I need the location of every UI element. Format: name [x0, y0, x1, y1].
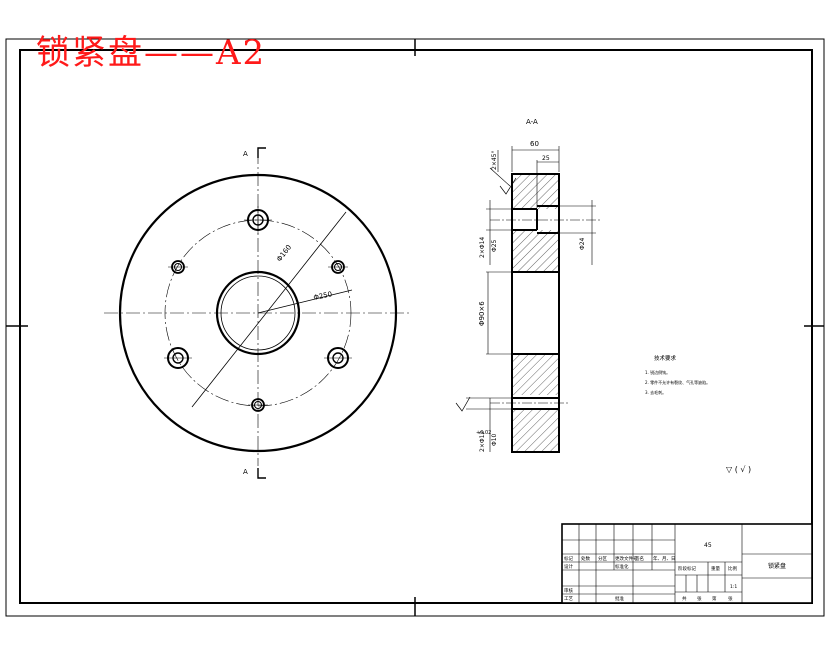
- dim-bore: Φ90×6: [478, 301, 486, 326]
- section-centerlines: [490, 219, 600, 404]
- material-value: 45: [704, 542, 712, 549]
- upper-hole-void: [512, 209, 559, 230]
- dim-pcd-leader: [257, 289, 353, 314]
- top-dims: [489, 146, 560, 208]
- label-design: 设计: [564, 563, 573, 570]
- section-mark-top: A: [243, 150, 248, 158]
- label-zone: 分区: [598, 555, 607, 562]
- section-view: A-A 60 25 2×45°: [455, 118, 600, 453]
- centerlines: [104, 150, 412, 466]
- dim-holes-top: 2×Φ14: [479, 237, 486, 258]
- front-view: Φ160 Φ250 A A: [104, 147, 412, 479]
- label-sheet-total: 共: [682, 595, 687, 602]
- tech-req-heading: 技术要求: [654, 354, 677, 362]
- label-review: 审核: [564, 587, 573, 594]
- label-count: 处数: [581, 555, 590, 562]
- overlay-title: 锁紧盘——A2: [36, 33, 267, 73]
- label-scale: 比例: [728, 565, 737, 572]
- section-cut-marks: [257, 147, 266, 479]
- label-sheet-total-unit: 张: [697, 595, 702, 602]
- tech-req-item-2: 2. 零件不允许有裂纹、气孔等缺陷。: [645, 379, 710, 385]
- title-block-grid: [562, 524, 812, 603]
- centering-marks: [6, 39, 824, 616]
- scale-value: 1:1: [730, 584, 737, 590]
- section-mark-bottom: A: [243, 468, 248, 476]
- tech-req-item-3: 3. 去毛刺。: [645, 389, 666, 395]
- dim-depth-top: Φ25: [491, 239, 498, 252]
- title-block-labels: 标记 处数 分区 更改文件号 签名 年、月、日 设计 标准化 审核 工艺 批准 …: [564, 555, 737, 602]
- inner-frame: [19, 49, 813, 604]
- label-weight: 重量: [711, 565, 720, 572]
- outer-circle: [118, 173, 398, 453]
- label-sheet-no: 第: [712, 595, 717, 602]
- dim-bottom: Φ10: [491, 433, 498, 446]
- dim-width: 60: [530, 140, 539, 148]
- general-roughness: ▽ ( √ ): [726, 465, 751, 474]
- dim-outer-leader: [191, 211, 347, 408]
- technical-requirements: 技术要求 1. 锐边倒钝。 2. 零件不允许有裂纹、气孔等缺陷。 3. 去毛刺。…: [645, 354, 751, 474]
- dim-holes-bottom: 2×Φ12: [479, 431, 486, 452]
- dim-outer-label: Φ250: [313, 290, 333, 302]
- roughness-symbol-section: [455, 177, 517, 412]
- dim-chamfer: 2×45°: [491, 151, 498, 170]
- dim-right: Φ24: [579, 237, 586, 250]
- dim-pcd-label: Φ160: [275, 243, 293, 263]
- label-change-doc: 更改文件号: [615, 555, 638, 562]
- dim-tolerance: +0.02: [476, 430, 491, 436]
- label-sign: 签名: [635, 555, 644, 562]
- label-approve: 批准: [615, 595, 624, 602]
- left-dims: [466, 200, 512, 452]
- label-sheet-no-unit: 张: [728, 595, 733, 602]
- label-standardization: 标准化: [615, 563, 629, 570]
- bore-chamfer-circle: [220, 275, 296, 351]
- hole-center-ticks: [164, 206, 352, 406]
- right-dims: [559, 200, 596, 265]
- section-outline: [511, 173, 560, 453]
- bore-circle: [215, 270, 301, 356]
- label-process: 工艺: [564, 596, 573, 602]
- section-view-label: A-A: [526, 118, 538, 126]
- title-block: 标记 处数 分区 更改文件号 签名 年、月、日 设计 标准化 审核 工艺 批准 …: [561, 523, 813, 604]
- label-date: 年、月、日: [653, 555, 676, 562]
- part-name: 锁紧盘: [768, 562, 786, 570]
- dim-step: 25: [542, 155, 550, 162]
- label-mark: 标记: [564, 555, 573, 562]
- label-stage: 阶段标记: [678, 565, 696, 572]
- tech-req-item-1: 1. 锐边倒钝。: [645, 369, 670, 375]
